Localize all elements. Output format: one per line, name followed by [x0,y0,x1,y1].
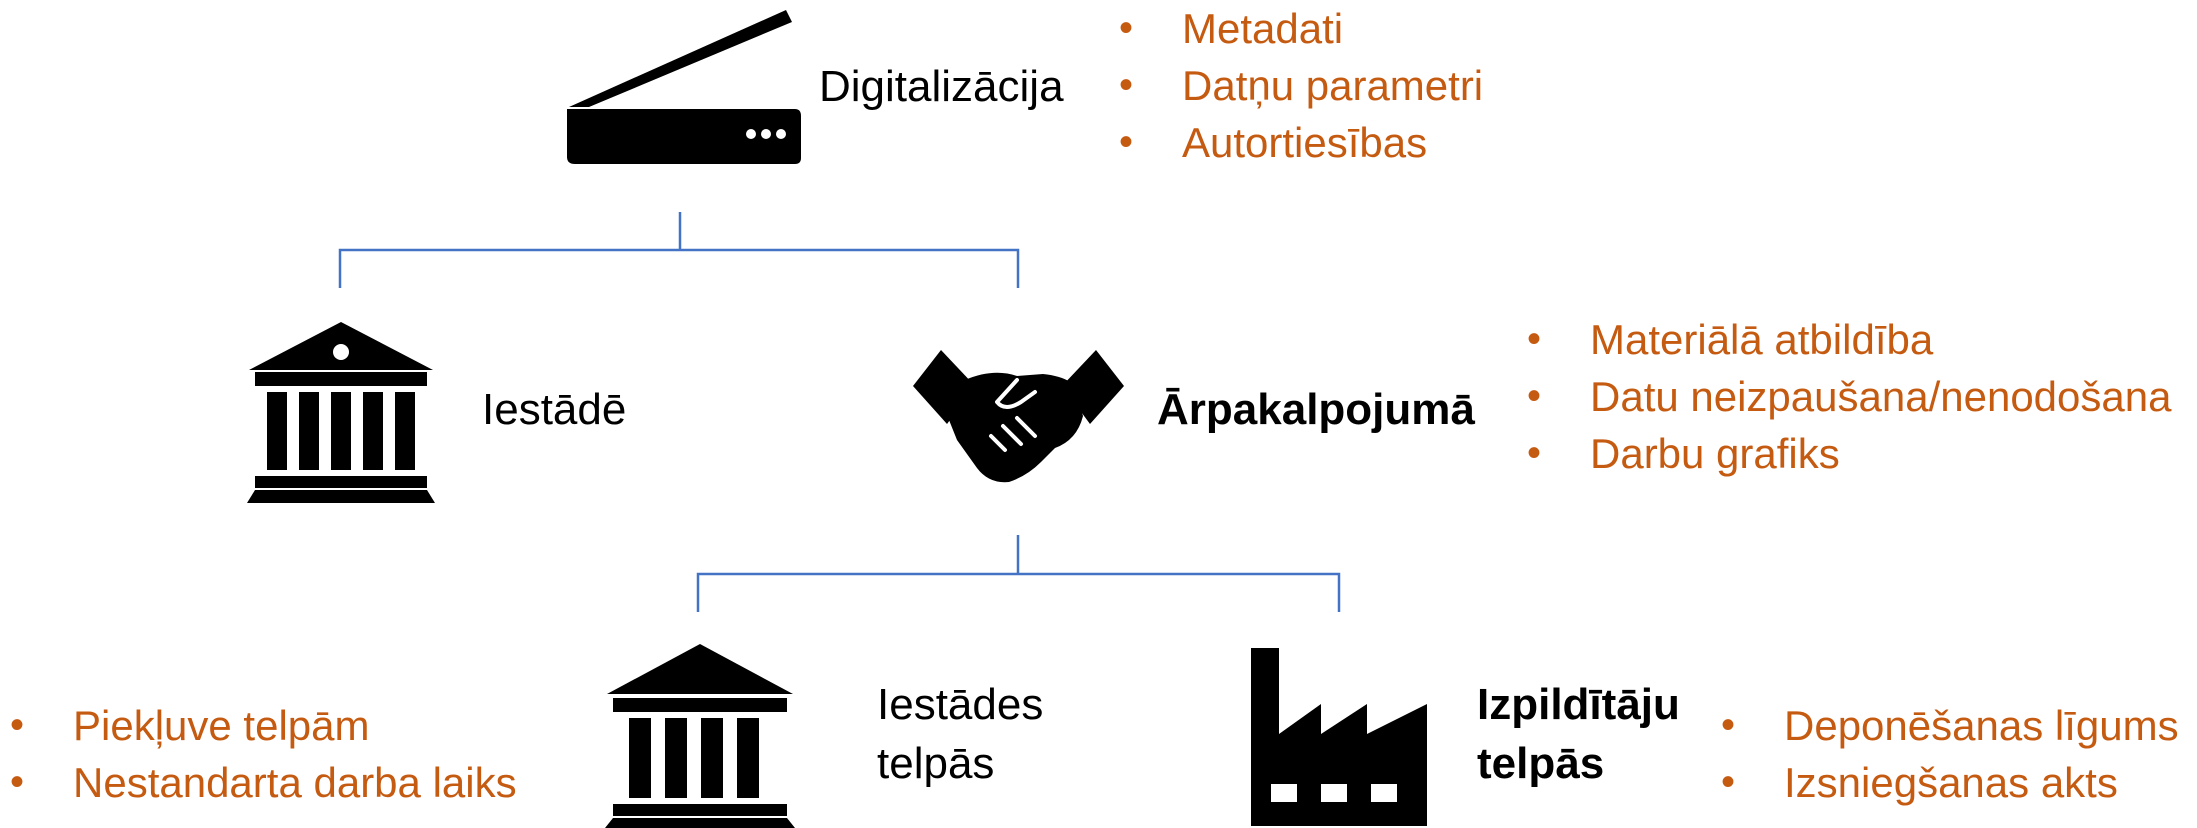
connector-bottom [696,535,1341,612]
contractor-premises-label-line2: telpās [1477,739,1605,788]
list-item: Autortiesības [1119,114,1483,171]
contractor-premises-label-line1: Izpildītāju [1477,680,1680,729]
handshake-icon [913,350,1124,483]
list-item: Darbu grafiks [1527,425,2171,482]
list-item: Metadati [1119,0,1483,57]
list-item: Deponēšanas līgums [1721,697,2179,754]
institution-premises-label-line2: telpās [877,739,995,788]
in-institution-label: Iestādē [482,385,627,434]
institution-premises-bullet-list: Piekļuve telpām Nestandarta darba laiks [10,697,517,811]
outsourcing-bullet-list: Materiālā atbildība Datu neizpaušana/nen… [1527,311,2171,482]
contractor-premises-bullet-list: Deponēšanas līgums Izsniegšanas akts [1721,697,2179,811]
list-item: Materiālā atbildība [1527,311,2171,368]
connector-top [338,212,1020,288]
institution-building-icon [605,644,795,828]
digitalization-label: Digitalizācija [819,62,1064,111]
list-item: Datņu parametri [1119,57,1483,114]
list-item: Datu neizpaušana/nenodošana [1527,368,2171,425]
list-item: Piekļuve telpām [10,697,517,754]
factory-icon [1251,648,1427,826]
list-item: Nestandarta darba laiks [10,754,517,811]
institution-premises-label-line1: Iestādes [877,680,1044,729]
outsourcing-label: Ārpakalpojumā [1157,385,1475,434]
digitalization-bullet-list: Metadati Datņu parametri Autortiesības [1119,0,1483,171]
list-item: Izsniegšanas akts [1721,754,2179,811]
institution-building-icon [247,322,435,503]
scanner-icon [567,10,801,164]
